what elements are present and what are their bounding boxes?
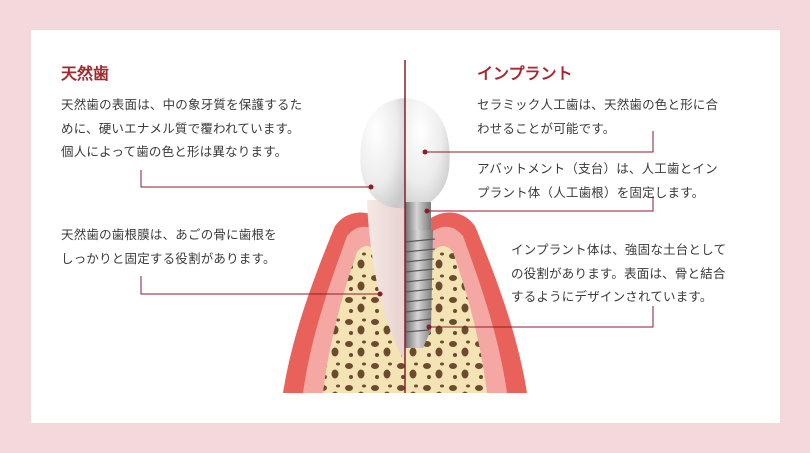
implant-crown bbox=[405, 98, 450, 209]
natural-root-callout bbox=[140, 276, 380, 295]
natural-crown-description: 天然歯の表面は、中の象牙質を保護するた めに、硬いエナメル質で覆われています。 … bbox=[61, 97, 303, 159]
abutment-callout bbox=[427, 196, 654, 212]
natural-root-description: 天然歯の歯根膜は、あごの骨に歯根を しっかりと固定する役割があります。 bbox=[61, 227, 277, 266]
abutment bbox=[405, 202, 431, 232]
tooth-cross-section bbox=[140, 60, 654, 393]
implant-title: インプラント bbox=[477, 64, 573, 83]
natural-crown bbox=[360, 98, 405, 209]
fixture-callout bbox=[429, 306, 654, 328]
abutment-description: アバットメント（支台）は、人工歯とイン プラント体（人工歯根）を固定します。 bbox=[477, 161, 718, 200]
implant-crown-description: セラミック人工歯は、天然歯の色と形に合 わせることが可能です。 bbox=[477, 97, 719, 136]
implant-crown-callout bbox=[425, 131, 654, 153]
natural-tooth-title: 天然歯 bbox=[61, 64, 110, 83]
fixture-description: インプラント体は、強固な土台として の役割があります。表面は、骨と結合 するよう… bbox=[511, 242, 727, 304]
natural-root bbox=[367, 200, 405, 362]
diagram-card: 天然歯 インプラント 天然歯の表面は、中の象牙質を保護するた めに、硬いエナメル… bbox=[31, 30, 780, 423]
natural-crown-callout bbox=[140, 170, 371, 188]
